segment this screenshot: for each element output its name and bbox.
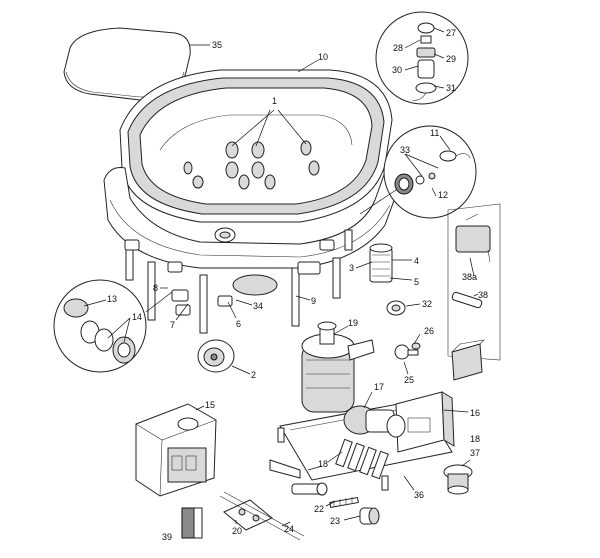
undertub-fittings	[124, 227, 335, 316]
callout-1: 1	[272, 96, 277, 106]
callout-6: 6	[236, 319, 241, 329]
callout-30: 30	[392, 65, 402, 75]
callout-28: 28	[393, 43, 403, 53]
callout-17: 17	[374, 382, 384, 392]
control-pack	[135, 403, 217, 497]
callout-2: 2	[251, 370, 256, 380]
callout-9: 9	[311, 296, 316, 306]
ozonator-fitting	[443, 464, 473, 495]
jet-insert-detail-circle	[375, 11, 469, 105]
callout-37: 37	[470, 448, 480, 458]
skimmer-detail-circle	[53, 279, 147, 373]
callout-10: 10	[318, 52, 328, 62]
check-valve	[386, 300, 406, 316]
callout-15: 15	[205, 400, 215, 410]
callout-26: 26	[424, 326, 434, 336]
callout-25: 25	[404, 375, 414, 385]
callout-labels: 1 2 3 4 5 6 7 8 9 10 11 12 13 14 15 16 1…	[107, 28, 488, 542]
ozonator-detail-box	[447, 203, 501, 361]
callout-11: 11	[430, 128, 439, 138]
callout-7: 7	[170, 320, 175, 330]
sand-filter	[301, 321, 375, 413]
callout-24: 24	[284, 524, 294, 534]
bolt-and-cap	[329, 497, 380, 525]
pipe-fitting-detail	[369, 243, 393, 283]
mounting-plate	[181, 507, 203, 539]
jet-cluster-center	[183, 140, 320, 190]
light-assembly-detail-circle	[383, 125, 477, 219]
callout-29: 29	[446, 54, 456, 64]
callout-13: 13	[107, 294, 117, 304]
callout-31: 31	[446, 83, 456, 93]
callout-5: 5	[414, 277, 419, 287]
mounting-bracket	[219, 491, 305, 541]
callout-36: 36	[414, 490, 424, 500]
manifold-pipes	[335, 438, 389, 480]
heater-control-detail	[451, 339, 485, 381]
callout-39: 39	[162, 532, 172, 542]
callout-33: 33	[400, 145, 410, 155]
callout-20: 20	[232, 526, 242, 536]
callout-35: 35	[212, 40, 222, 50]
callout-23: 23	[330, 516, 340, 526]
callout-32: 32	[422, 299, 432, 309]
callout-38a: 38a	[462, 272, 477, 282]
callout-3: 3	[349, 263, 354, 273]
callout-8: 8	[153, 283, 158, 293]
air-control-valve	[394, 342, 421, 360]
drain-elbow-pipe	[269, 459, 328, 496]
callout-16: 16	[470, 408, 480, 418]
callout-12: 12	[438, 190, 448, 200]
callout-18b: 18	[470, 434, 480, 444]
callout-4: 4	[414, 256, 419, 266]
callout-22: 22	[314, 504, 324, 514]
circulation-pump	[343, 405, 406, 438]
callout-14: 14	[132, 312, 142, 322]
callout-34: 34	[253, 301, 263, 311]
spa-cover	[63, 27, 191, 101]
jet-face	[197, 339, 235, 373]
callout-27: 27	[446, 28, 456, 38]
callout-38: 38	[478, 290, 488, 300]
callout-18a: 18	[318, 459, 328, 469]
callout-19: 19	[348, 318, 358, 328]
